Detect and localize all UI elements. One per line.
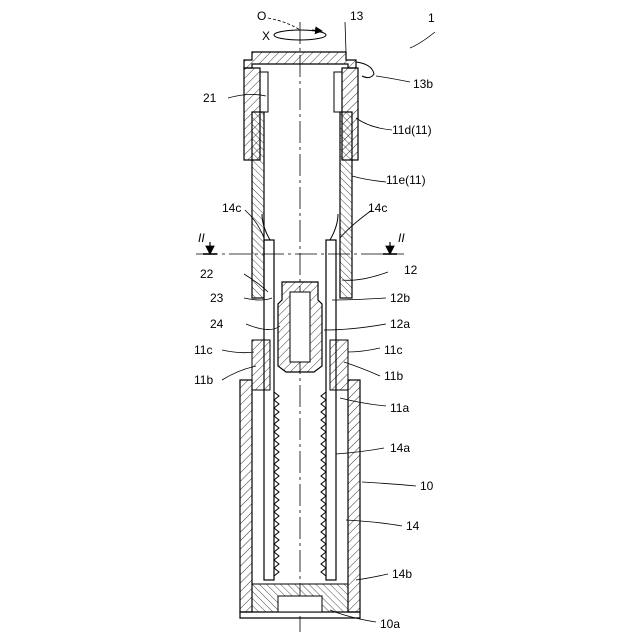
thread-left [274,392,279,576]
label-ref-21: 21 [203,91,217,105]
label-section-ii-left: II [198,231,205,245]
label-section-ii-right: II [398,231,405,245]
label-ref-12: 12 [404,263,418,277]
label-ref-12b: 12b [390,291,410,305]
label-ref-11b-left: 11b [194,373,213,387]
label-ref-11e: 11e(11) [386,173,426,187]
piston-12 [278,282,322,372]
label-ref-10: 10 [420,479,434,493]
label-rotation-x: X [262,29,270,43]
label-ref-14c-right: 14c [368,201,387,215]
label-ref-10a: 10a [380,617,400,631]
label-ref-11c-right: 11c [384,343,402,357]
label-ref-14c-left: 14c [222,201,241,215]
label-ref-14: 14 [406,519,420,533]
label-ref-1: 1 [428,11,435,25]
label-ref-23: 23 [210,291,224,305]
label-ref-11b-right: 11b [384,369,403,383]
label-ref-13b: 13b [413,77,433,91]
label-ref-11d: 11d(11) [392,123,432,137]
label-ref-14b: 14b [392,567,412,581]
label-ref-22: 22 [200,267,214,281]
label-ref-12a: 12a [390,317,410,331]
label-axis-o: O [257,9,266,23]
label-ref-11a: 11a [390,401,409,415]
label-ref-13: 13 [350,9,364,23]
label-ref-14a: 14a [390,441,410,455]
thread-right [321,392,326,576]
label-ref-11c-left: 11c [194,343,212,357]
main-tube-11e [252,112,352,298]
label-ref-24: 24 [210,317,224,331]
